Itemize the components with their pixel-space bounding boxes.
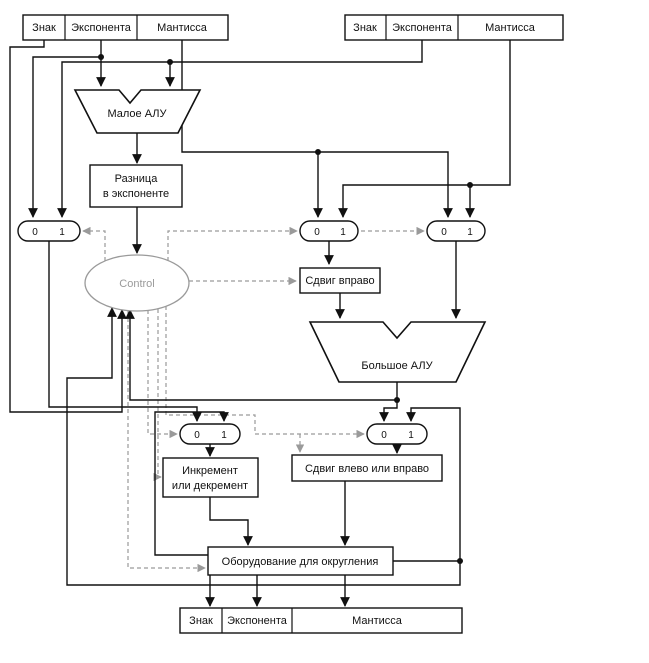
mux-input-1-label: 1 xyxy=(467,227,473,238)
register-result-mantissa: Мантисса xyxy=(352,615,403,627)
register-result: Знак Экспонента Мантисса xyxy=(179,607,463,634)
wire-big-alu-to-control xyxy=(125,309,397,401)
register-top-right-sign: Знак xyxy=(353,22,377,34)
shift-left-right-shape xyxy=(291,454,443,482)
mux-input-1-label: 1 xyxy=(59,227,65,238)
shift-right-box: Сдвиг вправо xyxy=(299,267,381,294)
mux-exponent-select-shape xyxy=(17,220,81,242)
mux-input-0-label: 0 xyxy=(314,227,320,238)
wire-left-mux-to-lower-left-mux xyxy=(48,241,202,422)
wire-rounding-feedback-lower-left-mux xyxy=(154,411,229,556)
small-alu-label: Малое АЛУ xyxy=(107,108,167,120)
big-alu-label: Большое АЛУ xyxy=(361,360,433,372)
rounding-hardware-label: Оборудование для округления xyxy=(222,556,379,568)
mux-input-0-label: 0 xyxy=(32,227,38,238)
increment-decrement-line1: Инкремент xyxy=(182,465,238,477)
mux-mantissa-big: 0 1 xyxy=(426,220,486,242)
wire-rounding-feedback-control xyxy=(66,307,461,586)
mux-mantissa-big-shape xyxy=(426,220,486,242)
mux-normalize: 0 1 xyxy=(366,423,428,445)
register-top-left-exponent: Экспонента xyxy=(71,22,132,34)
control-unit-shape xyxy=(84,254,190,312)
junction-dot xyxy=(98,54,104,60)
register-top-right-mantissa: Мантисса xyxy=(485,22,536,34)
mux-mantissa-small-shape xyxy=(299,220,359,242)
increment-decrement-box: Инкремент или декремент xyxy=(162,457,259,498)
control-wire-lower-left-mux xyxy=(147,310,178,439)
control-wire-rounding xyxy=(127,311,206,573)
wire-sign1-to-control xyxy=(9,40,127,413)
mux-exponent-adjust-shape xyxy=(179,423,241,445)
control-unit-label: Control xyxy=(119,278,154,290)
increment-decrement-shape xyxy=(162,457,259,498)
mux-input-1-label: 1 xyxy=(221,430,227,441)
exponent-difference-line2: в экспоненте xyxy=(103,188,169,200)
mux-input-0-label: 0 xyxy=(381,430,387,441)
wire-exp1-to-left-mux xyxy=(28,56,101,218)
small-alu: Малое АЛУ xyxy=(73,89,202,134)
junction-dot xyxy=(467,182,473,188)
small-alu-shape xyxy=(73,89,202,134)
control-wire-increment xyxy=(153,309,162,482)
junction-dot xyxy=(394,397,400,403)
wire-mant2-to-center-mux xyxy=(338,40,511,218)
rounding-hardware-shape xyxy=(207,546,394,576)
register-top-left: Знак Экспонента Мантисса xyxy=(22,14,229,41)
shift-left-right-label: Сдвиг влево или вправо xyxy=(305,463,429,475)
exponent-difference-line1: Разница xyxy=(115,173,159,185)
wire-mant1-to-right-mux xyxy=(181,40,453,218)
register-result-sign: Знак xyxy=(189,615,213,627)
big-alu-shape xyxy=(308,321,487,383)
rounding-hardware-box: Оборудование для округления xyxy=(207,546,394,576)
shift-right-label: Сдвиг вправо xyxy=(305,275,374,287)
mux-mantissa-small: 0 1 xyxy=(299,220,359,242)
exponent-difference-shape xyxy=(89,164,183,208)
shift-right-shape xyxy=(299,267,381,294)
mux-input-1-label: 1 xyxy=(340,227,346,238)
register-result-exponent: Экспонента xyxy=(227,615,288,627)
register-top-right-exponent: Экспонента xyxy=(392,22,453,34)
register-result-box xyxy=(179,607,463,634)
wire-increment-to-rounding xyxy=(209,497,253,546)
control-unit: Control xyxy=(84,254,190,312)
control-wire-left-mux xyxy=(82,226,106,261)
exponent-difference-box: Разница в экспоненте xyxy=(89,164,183,208)
control-wire-center-mux xyxy=(167,226,298,261)
mux-input-0-label: 0 xyxy=(441,227,447,238)
junction-dot xyxy=(167,59,173,65)
control-wires xyxy=(82,226,425,573)
mux-input-1-label: 1 xyxy=(408,430,414,441)
mux-exponent-select: 0 1 xyxy=(17,220,81,242)
wire-big-alu-to-lower-right-mux xyxy=(379,382,398,422)
mux-exponent-adjust: 0 1 xyxy=(179,423,241,445)
shift-left-right-box: Сдвиг влево или вправо xyxy=(291,454,443,482)
junction-dots xyxy=(98,54,473,564)
junction-dot xyxy=(457,558,463,564)
register-top-right-box xyxy=(344,14,564,41)
wire-exp2-to-left-mux xyxy=(57,40,423,218)
mux-normalize-shape xyxy=(366,423,428,445)
mux-input-0-label: 0 xyxy=(194,430,200,441)
big-alu: Большое АЛУ xyxy=(308,321,487,383)
increment-decrement-line2: или декремент xyxy=(172,480,248,492)
register-top-right: Знак Экспонента Мантисса xyxy=(344,14,564,41)
control-wire-lower-right-mux xyxy=(165,306,365,439)
register-top-left-box xyxy=(22,14,229,41)
junction-dot xyxy=(315,149,321,155)
register-top-left-sign: Знак xyxy=(32,22,56,34)
register-top-left-mantissa: Мантисса xyxy=(157,22,208,34)
wire-rounding-feedback-lower-right-mux xyxy=(393,407,461,562)
